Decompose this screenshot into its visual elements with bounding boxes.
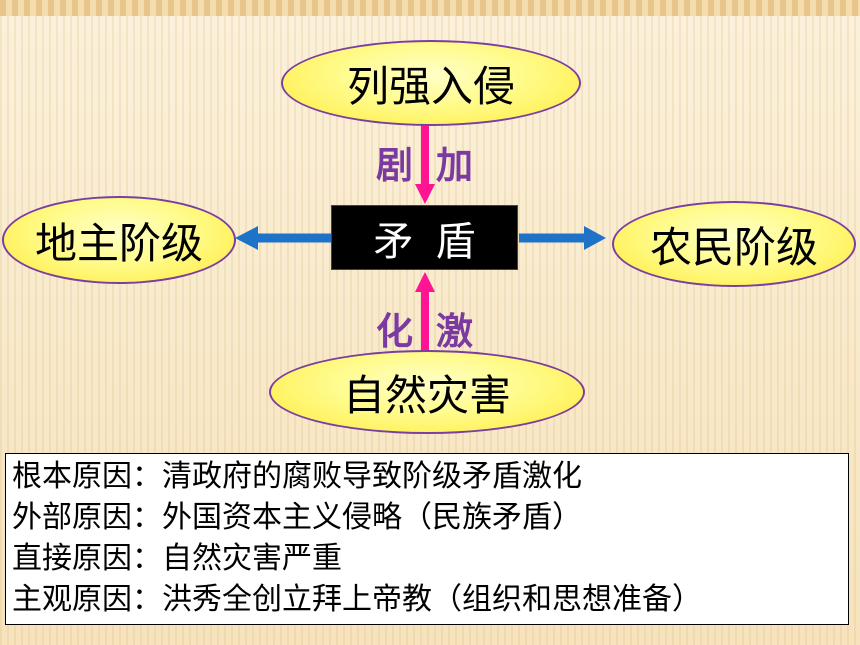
node-contradiction: 矛盾 <box>331 205 518 270</box>
causes-textbox: 根本原因：清政府的腐败导致阶级矛盾激化 外部原因：外国资本主义侵略（民族矛盾） … <box>5 453 849 625</box>
node-landlord-class-text: 地主阶级 <box>34 218 203 268</box>
cause-external: 外部原因：外国资本主义侵略（民族矛盾） <box>12 500 582 535</box>
node-peasant-class: 农民阶级 <box>612 201 856 287</box>
node-foreign-invasion-text: 列强入侵 <box>346 61 515 111</box>
cause-fundamental: 根本原因：清政府的腐败导致阶级矛盾激化 <box>12 459 582 494</box>
node-peasant-class-text: 农民阶级 <box>649 222 818 272</box>
label-intensify-2: 加 <box>436 143 473 187</box>
label-intensify-1: 剧 <box>376 143 413 187</box>
arrow-to-landlord-head <box>235 226 258 250</box>
top-decorative-band <box>0 0 860 16</box>
node-landlord-class: 地主阶级 <box>2 196 236 284</box>
diagram-arrows <box>235 122 606 352</box>
label-sharpen-1: 化 <box>376 309 413 353</box>
label-sharpen-2: 激 <box>436 309 473 353</box>
node-natural-disaster: 自然灾害 <box>269 350 585 434</box>
node-natural-disaster-text: 自然灾害 <box>342 370 511 420</box>
arrow-from-invasion-head <box>415 184 435 204</box>
node-contradiction-text: 矛盾 <box>373 218 498 265</box>
arrow-to-peasant-head <box>584 226 606 250</box>
cause-subjective: 主观原因：洪秀全创立拜上帝教（组织和思想准备） <box>12 582 702 617</box>
node-foreign-invasion: 列强入侵 <box>281 40 581 126</box>
cause-direct: 直接原因：自然灾害严重 <box>12 541 342 576</box>
arrow-from-disaster-head <box>415 272 435 292</box>
